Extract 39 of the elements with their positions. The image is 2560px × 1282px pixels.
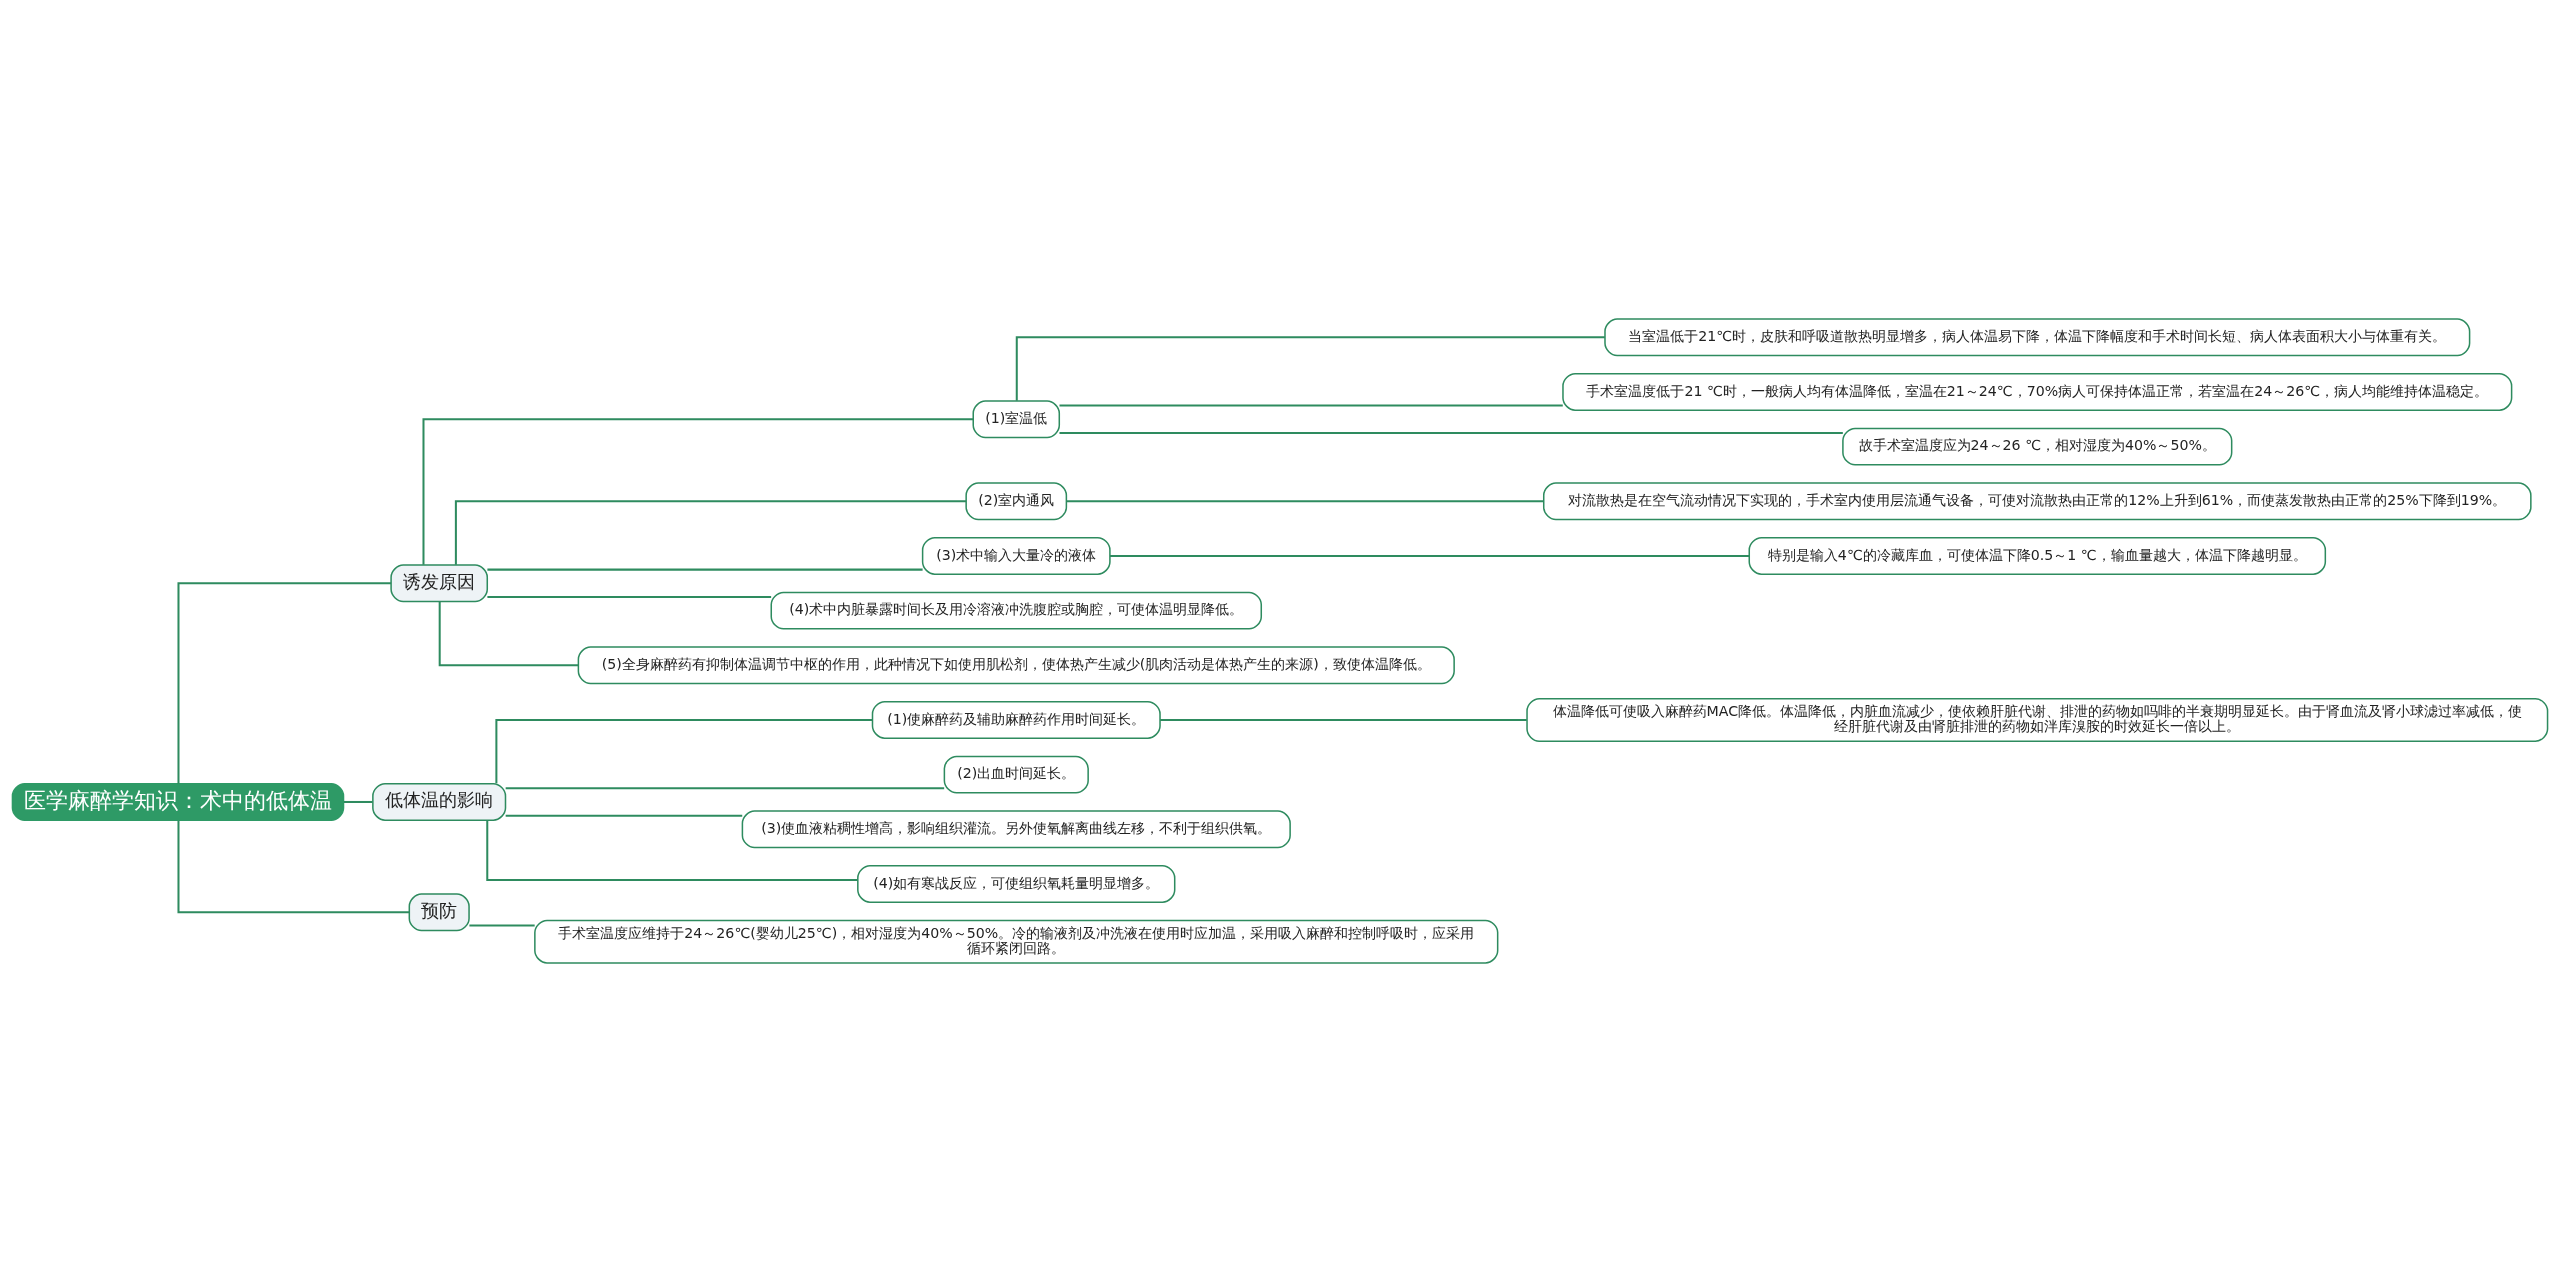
node-box: (4)术中内脏暴露时间长及用冷溶液冲洗腹腔或胸腔，可使体温明显降低。 [770,591,1263,630]
connector [422,418,974,565]
node-box: 预防 [408,893,470,932]
connector [1110,554,1750,557]
connector [469,924,535,927]
node-box: 手术室温度应维持于24～26℃(婴幼儿25℃)，相对湿度为40%～50%。冷的输液剂及冲洗液在使用时应加温，采用吸入麻醉和控制呼吸时，应采用循环紧闭回路。 [534,919,1499,964]
node-box: 体温降低可使吸入麻醉药MAC降低。体温降低，内脏血流减少，使依赖肝脏代谢、排泄的药物如吗啡的半衰期明显延长。由于肾血流及肾小球滤过率减低，使经肝脏代谢及由肾脏排泄的药物如泮库溴胺的时效延长一倍以上。 [1526,697,2549,742]
connector [495,718,873,784]
node-box: (5)全身麻醉药有抑制体温调节中枢的作用，此种情况下如使用肌松剂，使体热产生减少(肌肉活动是体热产生的来源)，致使体温降低。 [577,646,1455,685]
connector [177,582,392,784]
node-box: (3)术中输入大量冷的液体 [921,536,1111,575]
connector [505,787,945,790]
node-box: 诱发原因 [390,564,489,603]
connector [487,568,923,571]
connector [1160,718,1527,721]
node-box: 故手术室温度应为24～26 ℃，相对湿度为40%～50%。 [1842,427,2233,466]
connector [1066,500,1544,503]
connector [1059,404,1563,407]
node-box: 手术室温度低于21 ℃时，一般病人均有体温降低，室温在21～24℃，70%病人可保持体温正常，若室温在24～26℃，病人均能维持体温稳定。 [1562,372,2513,411]
node-box: (1)使麻醉药及辅助麻醉药作用时间延长。 [871,701,1161,739]
connector [177,820,410,914]
connector [486,820,858,881]
node-box: (4)如有寒战反应，可使组织氧耗量明显增多。 [857,865,1176,903]
connector [505,814,743,817]
connector [438,601,579,667]
node-box: 特别是输入4℃的冷藏库血，可使体温下降0.5～1 ℃，输血量越大，体温下降越明显。 [1748,536,2327,575]
node-box: 低体温的影响 [372,783,507,821]
node-box: (2)出血时间延长。 [943,755,1089,794]
node-box: (1)室温低 [972,400,1061,439]
connector [343,800,373,803]
connector [1015,336,1605,401]
connector [487,595,772,598]
node-box: 医学麻醉学知识：术中的低体温 [11,783,345,821]
node-box: 对流散热是在空气流动情况下实现的，手术室内使用层流通气设备，可使对流散热由正常的12%上升到61%，而使蒸发散热由正常的25%下降到19%。 [1543,482,2532,521]
connector [1059,431,1843,434]
connector [454,500,967,565]
node-box: (2)室内通风 [965,482,1068,521]
node-box: (3)使血液粘稠性增高，影响组织灌流。另外使氧解离曲线左移，不利于组织供氧。 [741,810,1291,849]
node-box: 当室温低于21℃时，皮肤和呼吸道散热明显增多，病人体温易下降，体温下降幅度和手术时间长短、病人体表面积大小与体重有关。 [1604,318,2471,357]
